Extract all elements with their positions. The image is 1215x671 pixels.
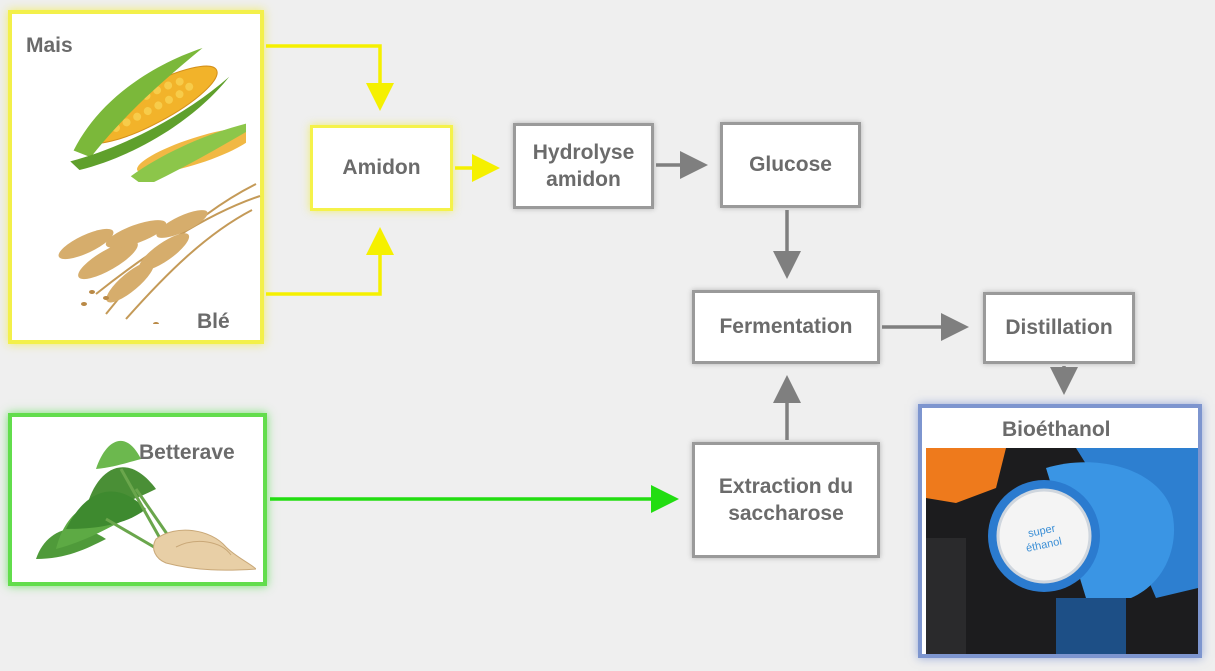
cereals-panel: Mais <box>8 10 264 344</box>
extraction-node: Extraction du saccharose <box>692 442 880 558</box>
beet-illustration <box>36 440 256 571</box>
arrow-mais-to-amidon <box>266 44 394 111</box>
extraction-line-1: Extraction du <box>718 474 854 498</box>
fermentation-node: Fermentation <box>692 290 880 364</box>
hydrolyse-node: Hydrolyse amidon <box>513 123 654 209</box>
bioethanol-title: Bioéthanol <box>1002 418 1111 441</box>
bioethanol-panel: Bioéthanol super éthanol <box>918 404 1202 658</box>
extraction-line-2: saccharose <box>728 502 844 525</box>
distillation-node: Distillation <box>983 292 1135 364</box>
fuel-nozzle-photo: super éthanol <box>926 448 1198 654</box>
corn-illustration <box>70 47 246 182</box>
nozzle-text-1: super <box>1027 523 1057 541</box>
arrow-ble-to-amidon <box>266 227 394 296</box>
mais-label: Mais <box>26 34 73 57</box>
hydrolyse-line-2: amidon <box>546 168 621 191</box>
beet-panel: Betterave <box>8 413 267 586</box>
betterave-label: Betterave <box>139 441 235 464</box>
amidon-node: Amidon <box>310 125 453 211</box>
hydrolyse-line-1: Hydrolyse <box>532 140 635 164</box>
glucose-node: Glucose <box>720 122 861 208</box>
wheat-illustration <box>58 183 261 324</box>
ble-label: Blé <box>197 310 230 333</box>
